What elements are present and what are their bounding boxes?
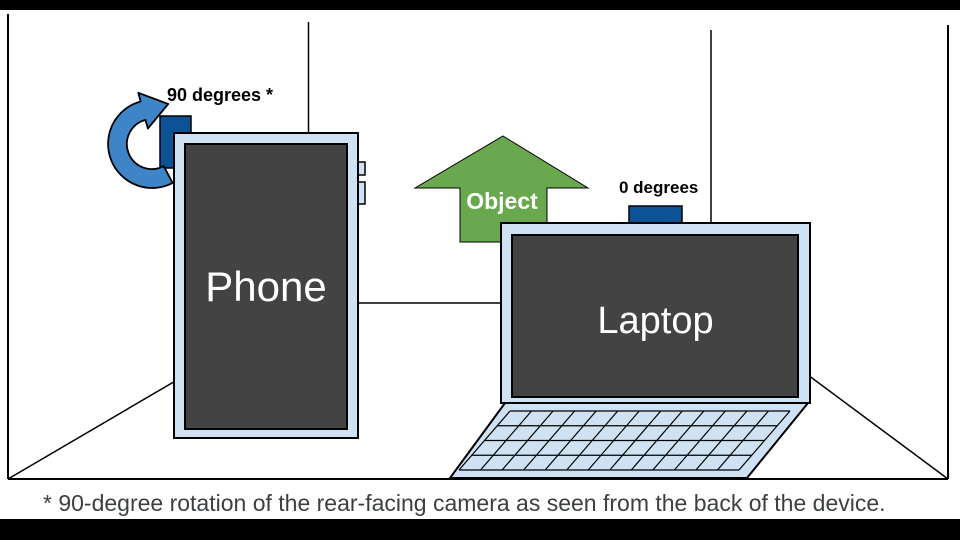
rotation-arrow-icon [107,91,174,189]
footnote-bar: * 90-degree rotation of the rear-facing … [38,487,891,519]
bottom-letterbox-bar [0,519,960,540]
phone [173,132,366,439]
laptop-keyboard-grid [458,410,791,471]
keyboard-grid-line [717,410,769,471]
keyboard-grid-line [501,410,554,471]
keyboard-grid-line [695,410,748,471]
keyboard-grid-line [587,410,640,471]
keyboard-grid-line [673,410,726,471]
keyboard-grid-line [738,410,791,471]
top-letterbox-bar [0,0,960,10]
phone-rotation-label: 90 degrees * [167,85,274,105]
keyboard-grid-line [458,410,511,471]
keyboard-grid-line [480,410,532,471]
laptop-rotation-label: 0 degrees [619,178,699,197]
laptop [448,222,811,479]
keyboard-grid-line [566,410,619,471]
keyboard-grid-line [523,410,576,471]
laptop-webcam-block [628,205,683,225]
object-arrow-label: Object [466,188,538,214]
phone-screen [184,143,348,430]
footnote-text: * 90-degree rotation of the rear-facing … [43,490,886,516]
keyboard-grid-line [652,410,705,471]
keyboard-grid-line [544,410,597,471]
keyboard-grid-line [609,410,662,471]
phone-label: Phone [205,263,327,310]
laptop-screen [511,234,799,398]
laptop-label: Laptop [597,300,714,342]
keyboard-grid-line [630,410,683,471]
